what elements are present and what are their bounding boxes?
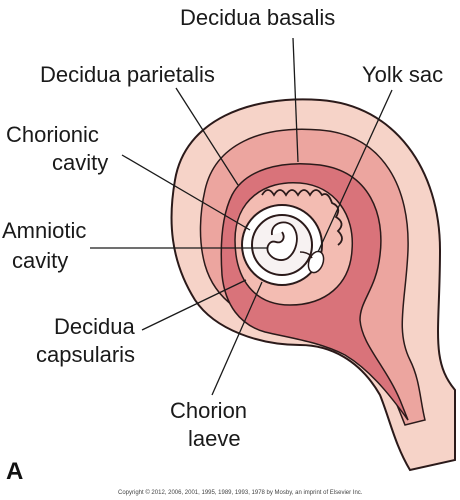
- label-capsularis-line2: capsularis: [36, 342, 136, 367]
- chorionic-villi: [261, 189, 343, 246]
- label-amniotic-line2: cavity: [12, 248, 69, 273]
- leader-yolk-sac: [317, 89, 393, 253]
- label-laeve-line2: laeve: [188, 426, 241, 451]
- yolk-sac: [307, 250, 325, 274]
- label-capsularis-line1: Decidua: [54, 314, 135, 339]
- label-chorionic-line1: Chorionic: [6, 122, 99, 147]
- leader-chorionic-cavity: [121, 154, 251, 231]
- label-laeve-line1: Chorion: [170, 398, 248, 423]
- label-amniotic-line1: Amniotic: [2, 218, 87, 243]
- copyright-notice: Copyright © 2012, 2006, 2001, 1995, 1989…: [118, 490, 363, 496]
- label-decidua-basalis: Decidua basalis: [180, 5, 336, 30]
- leader-chorion-laeve: [211, 281, 263, 396]
- label-yolk-sac: Yolk sac: [362, 62, 444, 87]
- panel-letter: A: [6, 458, 24, 485]
- label-decidua-parietalis: Decidua parietalis: [40, 62, 215, 87]
- leader-decidua-parietalis: [175, 87, 239, 186]
- label-chorionic-line2: cavity: [52, 150, 109, 175]
- vitelline-duct: [299, 251, 313, 259]
- leader-decidua-capsularis: [141, 279, 247, 331]
- embryo: [266, 221, 298, 261]
- leader-decidua-basalis: [292, 37, 299, 163]
